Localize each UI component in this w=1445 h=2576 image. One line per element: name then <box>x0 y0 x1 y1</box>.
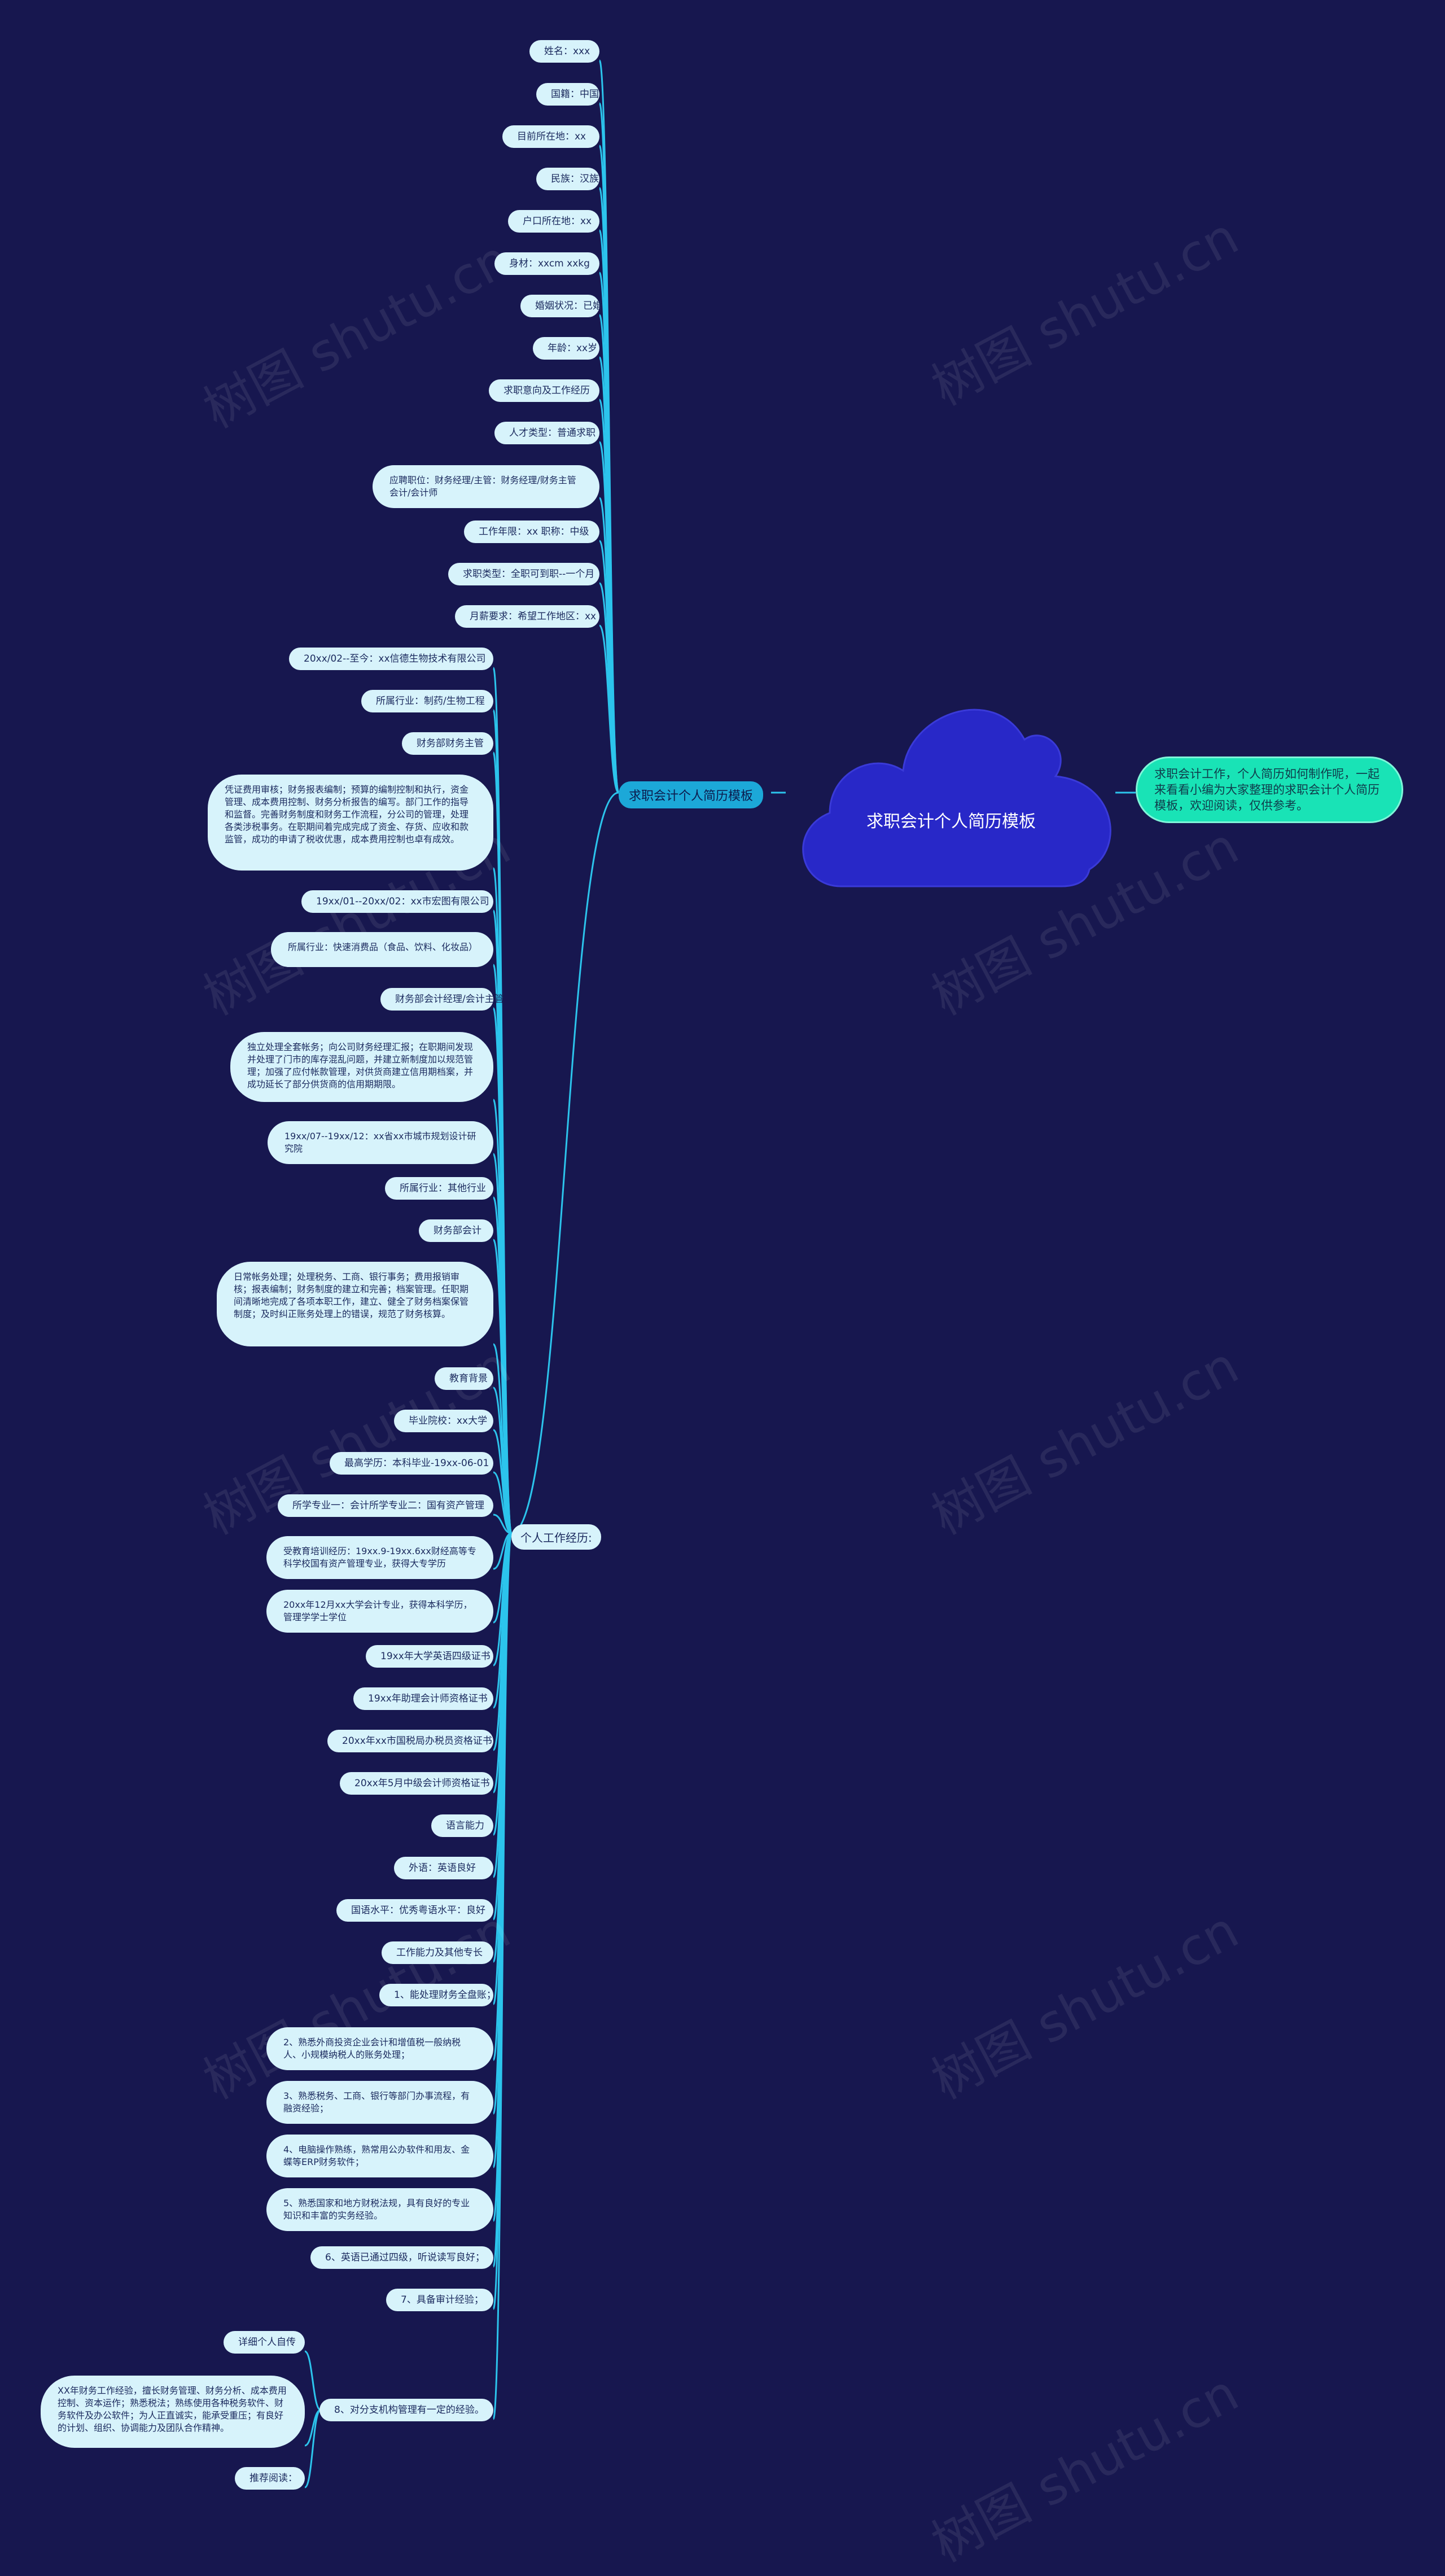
experience-node[interactable]: 教育背景 <box>435 1367 493 1390</box>
experience-node[interactable]: 财务部会计 <box>419 1219 493 1242</box>
profile-node[interactable]: 工作年限：xx 职称：中级 <box>464 521 599 543</box>
experience-node[interactable]: 19xx年大学英语四级证书 <box>366 1645 493 1668</box>
experience-node[interactable]: 4、电脑操作熟练，熟常用公办软件和用友、金蝶等ERP财务软件； <box>266 2135 493 2177</box>
connector-line <box>304 2409 322 2488</box>
experience-node[interactable]: 20xx年12月xx大学会计专业，获得本科学历，管理学学士学位 <box>266 1590 493 1633</box>
intro-note[interactable]: 求职会计工作，个人简历如何制作呢，一起来看看小编为大家整理的求职会计个人简历模板… <box>1136 756 1403 823</box>
experience-node[interactable]: 凭证费用审核；财务报表编制；预算的编制控制和执行，资金管理、成本费用控制、财务分… <box>208 775 493 871</box>
root-title[interactable]: 求职会计个人简历模板 <box>866 812 1036 832</box>
experience-node[interactable]: 所属行业：其他行业 <box>385 1177 493 1200</box>
connector-line <box>598 624 620 794</box>
profile-node[interactable]: 婚姻状况：已婚 <box>520 295 602 317</box>
profile-node[interactable]: 年龄：xx岁 <box>533 337 599 360</box>
experience-node[interactable]: 20xx/02--至今：xx信德生物技术有限公司 <box>289 648 493 670</box>
experience-node[interactable]: 6、英语已通过四级，听说读写良好； <box>310 2246 493 2269</box>
profile-node[interactable]: 求职意向及工作经历 <box>489 379 599 402</box>
experience-node[interactable]: 独立处理全套帐务；向公司财务经理汇报；在职期间发现并处理了门市的库存混乱问题，并… <box>230 1032 493 1102</box>
experience-node[interactable]: 所学专业一：会计所学专业二：国有资产管理 <box>278 1494 493 1517</box>
connector-line <box>304 2409 321 2447</box>
profile-node[interactable]: 应聘职位：财务经理/主管：财务经理/财务主管会计/会计师 <box>373 465 599 508</box>
autobiography-node[interactable]: XX年财务工作经验，擅长财务管理、财务分析、成本费用控制、资本运作；熟悉税法；熟… <box>41 2376 305 2448</box>
profile-node[interactable]: 目前所在地：xx <box>502 125 599 148</box>
experience-node[interactable]: 5、熟悉国家和地方财税法规，具有良好的专业知识和丰富的实务经验。 <box>266 2188 493 2231</box>
experience-node[interactable]: 3、熟悉税务、工商、银行等部门办事流程，有融资经验； <box>266 2081 493 2124</box>
experience-node[interactable]: 所属行业：制药/生物工程 <box>361 690 493 712</box>
experience-node[interactable]: 所属行业：快速消费品（食品、饮料、化妆品） <box>271 932 493 967</box>
branch-resume-template[interactable]: 求职会计个人简历模板 <box>619 781 764 808</box>
experience-node[interactable]: 日常帐务处理；处理税务、工商、银行事务；费用报销审核；报表编制；财务制度的建立和… <box>217 1262 493 1346</box>
profile-node[interactable]: 民族：汉族 <box>536 168 599 190</box>
connector-line <box>493 1514 512 1534</box>
experience-node[interactable]: 国语水平：优秀粤语水平：良好 <box>336 1899 493 1922</box>
profile-node[interactable]: 求职类型：全职可到职--一个月 <box>448 563 599 585</box>
experience-node[interactable]: 2、熟悉外商投资企业会计和增值税一般纳税人、小规模纳税人的账务处理； <box>266 2027 493 2070</box>
experience-node[interactable]: 外语：英语良好 <box>394 1857 493 1879</box>
experience-node[interactable]: 语言能力 <box>431 1814 493 1837</box>
experience-node[interactable]: 最高学历：本科毕业-19xx-06-01 <box>330 1452 493 1475</box>
autobiography-node[interactable]: 详细个人自传 <box>224 2331 305 2354</box>
experience-node[interactable]: 19xx/01--20xx/02：xx市宏图有限公司 <box>301 890 493 913</box>
experience-node[interactable]: 毕业院校：xx大学 <box>394 1410 493 1432</box>
experience-node[interactable]: 19xx年助理会计师资格证书 <box>353 1687 493 1710</box>
experience-node[interactable]: 20xx年xx市国税局办税员资格证书 <box>327 1730 493 1752</box>
experience-node[interactable]: 1、能处理财务全盘账； <box>379 1984 496 2006</box>
experience-node[interactable]: 20xx年5月中级会计师资格证书 <box>340 1772 493 1795</box>
profile-node[interactable]: 国籍：中国 <box>536 83 599 106</box>
connector-line <box>493 1471 512 1534</box>
experience-node[interactable]: 8、对分支机构管理有一定的经验。 <box>319 2399 493 2421</box>
experience-node[interactable]: 财务部财务主管 <box>402 732 493 755</box>
profile-node[interactable]: 人才类型：普通求职 <box>494 422 599 444</box>
profile-node[interactable]: 身材：xxcm xxkg <box>494 252 599 275</box>
connector-line <box>492 1532 513 2420</box>
experience-node[interactable]: 19xx/07--19xx/12：xx省xx市城市规划设计研究院 <box>268 1121 493 1164</box>
root-cloud <box>802 708 1111 887</box>
branch-work-experience[interactable]: 个人工作经历: <box>511 1524 601 1550</box>
profile-node[interactable]: 户口所在地：xx <box>508 210 599 233</box>
profile-node[interactable]: 姓名：xxx <box>529 40 599 63</box>
experience-node[interactable]: 受教育培训经历：19xx.9-19xx.6xx财经高等专科学校国有资产管理专业，… <box>266 1536 493 1579</box>
connector-line <box>511 791 619 1534</box>
experience-node[interactable]: 工作能力及其他专长 <box>382 1941 493 1964</box>
autobiography-node[interactable]: 推荐阅读： <box>235 2467 305 2490</box>
experience-node[interactable]: 7、具备审计经验； <box>386 2289 493 2311</box>
profile-node[interactable]: 月薪要求：希望工作地区：xx <box>455 605 599 628</box>
experience-node[interactable]: 财务部会计经理/会计主管 <box>380 988 504 1011</box>
connector-line <box>304 2350 321 2411</box>
